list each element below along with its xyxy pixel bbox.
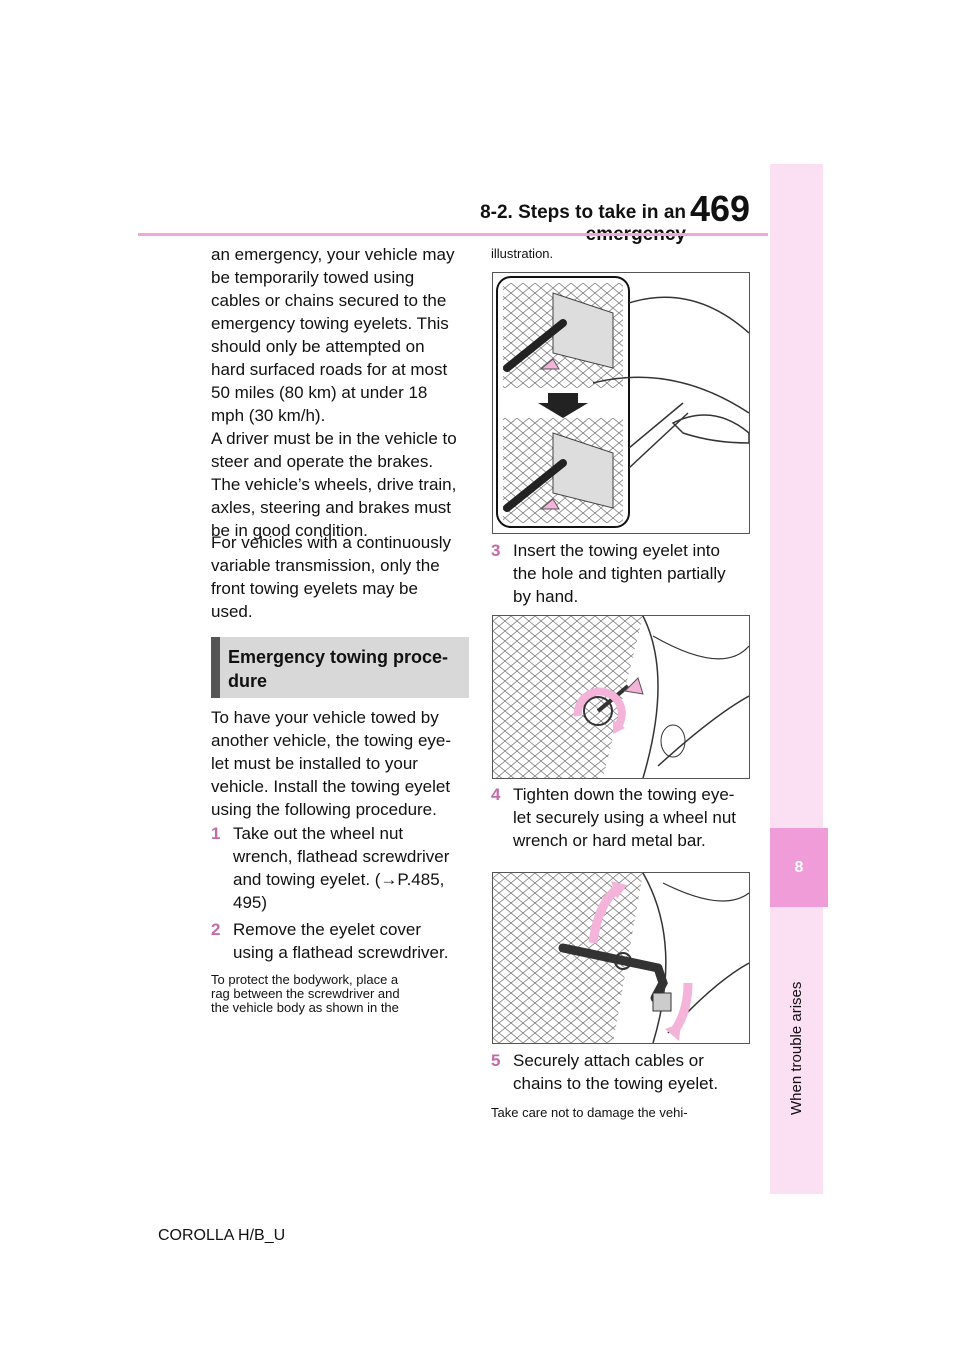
text-line: used. [211,602,253,621]
step-number: 5 [491,1051,501,1070]
text-line: Securely attach cables or [513,1051,704,1070]
text-line: Remove the eyelet cover [233,920,422,939]
text-line: Take out the wheel nut [233,824,404,843]
text-line: axles, steering and brakes must [211,498,452,517]
text-line: be temporarily towed using [211,268,415,287]
step-number: 1 [211,824,221,843]
last-note: Take care not to damage the vehi- [491,1106,761,1120]
text-line: rag between the screwdriver and [211,986,400,1001]
text-line: To have your vehicle towed by [211,708,439,727]
step-4: 4 Tighten down the towing eye- let secur… [491,783,761,852]
text-line: and towing eyelet. (→P.485, [233,870,445,889]
footer-model: COROLLA H/B_U [158,1227,286,1244]
figure-tighten-eyelet [492,872,750,1044]
figure-insert-eyelet [492,615,750,779]
text-line: vehicle. Install the towing eyelet [211,777,451,796]
text-line: wrench, flathead screwdriver [233,847,450,866]
text-line: the vehicle body as shown in the [211,1000,399,1015]
text-line: another vehicle, the towing eye- [211,731,452,750]
text-line: mph (30 km/h). [211,406,326,425]
text-line: the hole and tighten partially [513,564,726,583]
text-line: 50 miles (80 km) at under 18 [211,383,428,402]
figure-insert-eyelet-drawing [493,616,749,778]
step-2: 2 Remove the eyelet cover using a flathe… [211,918,481,964]
side-tab [770,164,823,1194]
note-continuation: illustration. [491,247,751,261]
text-line: using the following procedure. [211,800,437,819]
text-line: For vehicles with a continuously [211,533,452,552]
text-line: let must be installed to your [211,754,418,773]
text-line: chains to the towing eyelet. [513,1074,719,1093]
intro-paragraph: an emergency, your vehicle may be tempor… [211,243,481,542]
text-line: illustration. [491,246,554,261]
text-line: 495) [233,893,268,912]
text-line: variable transmission, only the [211,556,440,575]
chapter-label: When trouble arises [788,981,805,1115]
section-heading-text: Emergency towing proce- dure [228,647,449,691]
note-paragraph: To protect the bodywork, place a rag bet… [211,973,481,1015]
text-line: front towing eyelets may be [211,579,418,598]
step-number: 3 [491,541,501,560]
text-line: by hand. [513,587,579,606]
figure-tighten-eyelet-drawing [493,873,749,1043]
figure-remove-cover [492,272,750,534]
text-line: using a flathead screwdriver. [233,943,449,962]
cvt-paragraph: For vehicles with a continuously variabl… [211,531,481,623]
step-number: 2 [211,920,221,939]
text-line: Tighten down the towing eye- [513,785,735,804]
text-line: A driver must be in the vehicle to [211,429,457,448]
header-rule [138,233,768,236]
header-title: 8-2. Steps to take in an emergency [480,202,686,245]
text-line: emergency towing eyelets. This [211,314,449,333]
text-line: steer and operate the brakes. [211,452,434,471]
text-line: To protect the bodywork, place a [211,972,399,987]
text-line: Take care not to damage the vehi- [491,1105,688,1120]
text-line: hard surfaced roads for at most [211,360,448,379]
text-line: an emergency, your vehicle may [211,245,455,264]
step-3: 3 Insert the towing eyelet into the hole… [491,539,761,608]
step-1: 1 Take out the wheel nut wrench, flathea… [211,822,481,914]
text-line: The vehicle’s wheels, drive train, [211,475,457,494]
text-line: be in good condition. [211,521,368,540]
text-line: wrench or hard metal bar. [513,831,706,850]
text-line: Insert the towing eyelet into [513,541,720,560]
text-line: should only be attempted on [211,337,425,356]
page-number: 469 [690,188,751,229]
text-line: cables or chains secured to the [211,291,447,310]
figure-remove-cover-drawing [496,276,749,528]
procedure-paragraph: To have your vehicle towed by another ve… [211,706,481,821]
section-heading: Emergency towing proce- dure [211,637,469,698]
step-number: 4 [491,785,501,804]
text-line: let securely using a wheel nut [513,808,737,827]
step-5: 5 Securely attach cables or chains to th… [491,1049,761,1095]
chapter-number-tab: 8 [770,828,828,907]
